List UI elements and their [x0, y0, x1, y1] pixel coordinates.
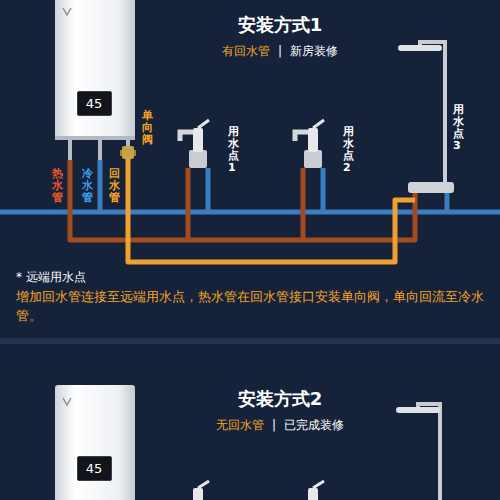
cold-water-pipe [206, 168, 211, 212]
cold-inlet-stub [98, 140, 102, 162]
faucet-base [304, 150, 322, 168]
faucet-body [193, 128, 203, 152]
section-divider [0, 338, 500, 344]
faucet-lever [198, 481, 209, 488]
hot-water-pipe [301, 168, 306, 240]
faucet-spout [180, 132, 193, 141]
display-digits: 45 [86, 461, 103, 476]
faucet-lever [313, 120, 324, 128]
shower-head [398, 45, 442, 51]
hot-outlet-stub [68, 140, 72, 162]
cold-water-pipe [321, 168, 326, 212]
faucet-spout [295, 132, 308, 141]
cold-water-pipe [98, 160, 103, 212]
faucet-body [308, 488, 318, 500]
faucet-lever [313, 481, 324, 488]
shower-pipe [418, 404, 440, 500]
heater-bottom-edge [55, 136, 135, 140]
shower-pipe [420, 42, 445, 185]
vertical-label: 热水管 [52, 168, 63, 204]
vertical-label: 用水点2 [343, 126, 354, 174]
return-water-pipe [128, 158, 415, 262]
vertical-label: 用水点3 [453, 104, 464, 152]
vertical-label: 用水点1 [228, 126, 239, 174]
hot-water-pipe [186, 168, 191, 240]
heater-display: 45 [77, 91, 112, 116]
vertical-label: 冷水管 [82, 168, 93, 204]
vertical-label: 回水管 [109, 168, 120, 204]
text-label: 已完成装修 [284, 418, 344, 433]
cold-water-pipe [445, 192, 450, 212]
faucet-body [308, 128, 318, 152]
cold-water-pipe [0, 210, 500, 215]
faucet-lever [198, 120, 209, 128]
brand-logo [63, 8, 71, 15]
subtitle-row: 无回水管 | 已完成装修 [216, 418, 344, 433]
display-digits: 45 [86, 96, 103, 111]
subtitle-row: 有回水管 | 新房装修 [222, 44, 338, 59]
water-heater-body [55, 0, 135, 140]
text-label: 增加回水管连接至远端用水点，热水管在回水管接口安装单向阀，单向回流至冷水管。 [16, 288, 484, 326]
text-label: 无回水管 [216, 418, 264, 433]
text-label: | [278, 44, 282, 59]
faucet-body [193, 488, 203, 500]
text-label: * 远端用水点 [16, 270, 86, 285]
check-valve [122, 146, 134, 159]
heater-display: 45 [77, 456, 112, 481]
text-label: 新房装修 [290, 44, 338, 59]
hot-water-pipe [70, 160, 415, 240]
text-label: | [272, 418, 276, 433]
shower-mixer [408, 182, 454, 193]
text-label: 安装方式1 [238, 14, 323, 37]
vertical-label: 单向阀 [142, 110, 153, 146]
text-label: 安装方式2 [238, 388, 323, 411]
shower-head [396, 407, 440, 413]
faucet-base [189, 150, 207, 168]
text-label: 有回水管 [222, 44, 270, 59]
water-heater-body [55, 385, 135, 500]
brand-logo [63, 398, 71, 405]
